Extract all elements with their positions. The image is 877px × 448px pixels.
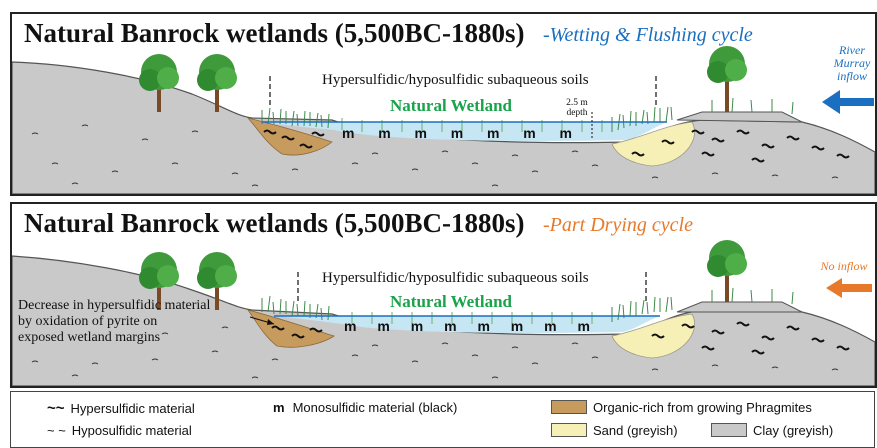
mono-marks-row: m m m m m m m xyxy=(342,125,572,141)
panel2-soils-label: Hypersulfidic/hyposulfidic subaqueous so… xyxy=(322,270,589,286)
panel2-title: Natural Banrock wetlands (5,500BC-1880s) xyxy=(24,208,525,238)
sand-swatch xyxy=(551,423,587,437)
note-line: by oxidation of pyrite on xyxy=(18,314,158,329)
hypersulfidic-marks xyxy=(263,129,850,163)
panel-part-drying: Natural Banrock wetlands (5,500BC-1880s)… xyxy=(10,202,877,388)
mono-mark: m xyxy=(577,318,590,334)
legend-sand-label: Sand (greyish) xyxy=(593,423,678,438)
legend-hyper: ~~ Hypersulfidic material xyxy=(47,400,195,417)
panel2-inflow-label: No inflow xyxy=(820,259,868,273)
legend-sand: Sand (greyish) xyxy=(551,423,678,438)
oxidation-note: Decrease in hypersulfidic material by ox… xyxy=(18,298,210,346)
panel1-diagram xyxy=(12,46,875,194)
panel1-title: Natural Banrock wetlands (5,500BC-1880s) xyxy=(24,18,525,48)
mono-mark: m xyxy=(559,125,572,141)
water xyxy=(262,122,667,141)
depth-label: 2.5 m depth xyxy=(566,98,588,118)
tree-icon xyxy=(139,54,179,112)
mono-mark: m xyxy=(544,318,557,334)
panel2-wetland-label: Natural Wetland xyxy=(390,292,513,311)
legend-organic-label: Organic-rich from growing Phragmites xyxy=(593,400,812,415)
tree-icon xyxy=(197,54,237,112)
legend-clay-label: Clay (greyish) xyxy=(753,423,834,438)
monosulfidic-symbol: m xyxy=(273,400,285,415)
legend: ~~ Hypersulfidic material ~ ~ Hyposulfidic… xyxy=(10,391,875,448)
note-line: exposed wetland margins xyxy=(18,330,161,345)
legend-hyper-label: Hypersulfidic material xyxy=(70,401,195,416)
mono-mark: m xyxy=(414,125,427,141)
organic-deposit xyxy=(247,309,335,348)
tree-icon xyxy=(707,240,747,302)
legend-hypo-label: Hyposulfidic material xyxy=(71,423,192,438)
tree-icon xyxy=(197,252,237,310)
clay-swatch xyxy=(711,423,747,437)
mono-mark: m xyxy=(377,318,390,334)
legend-organic: Organic-rich from growing Phragmites xyxy=(551,400,812,415)
panel1-inflow-label: River Murray inflow xyxy=(833,43,871,83)
reed-bed xyxy=(261,287,794,324)
legend-mono: m Monosulfidic material (black) xyxy=(273,400,457,415)
mono-mark: m xyxy=(378,125,391,141)
mono-mark: m xyxy=(342,125,355,141)
panel-wetting-flushing: Natural Banrock wetlands (5,500BC-1880s)… xyxy=(10,12,877,196)
legend-clay: Clay (greyish) xyxy=(711,423,833,438)
mono-marks-row: m m m m m m m m xyxy=(344,318,590,334)
mono-mark: m xyxy=(344,318,357,334)
inflow-arrow xyxy=(826,278,872,298)
panel1-soils-label: Hypersulfidic/hyposulfidic subaqueous so… xyxy=(322,72,589,88)
hyposulfidic-marks xyxy=(31,124,839,187)
panel2-subtitle: -Part Drying cycle xyxy=(543,214,693,236)
mono-mark: m xyxy=(410,318,424,334)
mono-mark: m xyxy=(450,125,464,141)
hyposulfidic-symbol: ~ ~ xyxy=(47,423,66,438)
panel2-diagram xyxy=(12,240,875,386)
organic-swatch xyxy=(551,400,587,414)
legend-hypo: ~ ~ Hyposulfidic material xyxy=(47,423,192,438)
mono-mark: m xyxy=(477,318,490,334)
panel1-wetland-label: Natural Wetland xyxy=(390,96,513,115)
sand-deposit xyxy=(611,121,695,167)
mono-mark: m xyxy=(510,318,524,334)
hypersulfidic-symbol: ~~ xyxy=(47,400,65,417)
hyposulfidic-marks xyxy=(31,326,839,379)
note-line: Decrease in hypersulfidic material xyxy=(18,298,211,313)
mono-mark: m xyxy=(487,125,500,141)
hypersulfidic-marks xyxy=(271,321,850,355)
panel1-subtitle: -Wetting & Flushing cycle xyxy=(543,24,753,46)
mono-mark: m xyxy=(523,125,536,141)
legend-mono-label: Monosulfidic material (black) xyxy=(292,400,458,415)
inflow-arrow xyxy=(822,90,874,114)
tree-icon xyxy=(139,252,179,310)
mono-mark: m xyxy=(444,318,457,334)
water xyxy=(274,316,660,334)
tree-icon xyxy=(707,46,747,112)
